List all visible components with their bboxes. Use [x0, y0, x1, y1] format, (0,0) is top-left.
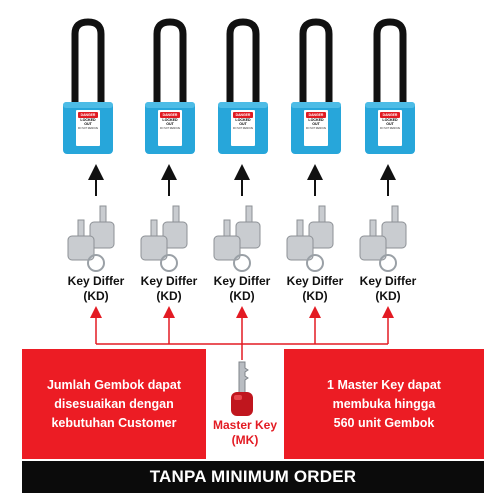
- info-panel-left-line2: disesuaikan dengan: [54, 396, 174, 411]
- lock-tag-line2: OUT: [386, 122, 394, 127]
- info-panel-left: Jumlah Gembok dapat disesuaikan dengan k…: [22, 349, 206, 459]
- key-differ-abbr: (KD): [229, 289, 255, 303]
- key-differ-caption-1: Key Differ (KD): [56, 274, 136, 304]
- padlock-2: DANGER LOCKED OUT DO NOT REMOVE: [143, 18, 197, 158]
- key-pair-icon: [286, 205, 334, 272]
- key-differ-label: Key Differ: [359, 274, 417, 288]
- key-pair-icon: [140, 205, 188, 272]
- padlock-5: DANGER LOCKED OUT DO NOT REMOVE: [363, 18, 417, 158]
- padlock-3: DANGER LOCKED OUT DO NOT REMOVE: [216, 18, 270, 158]
- key-differ-caption-5: Key Differ (KD): [348, 274, 428, 304]
- lock-tag-line2: OUT: [166, 122, 174, 127]
- info-panel-left-line1: Jumlah Gembok dapat: [46, 377, 182, 392]
- lock-tag-line2: OUT: [312, 122, 320, 127]
- key-pair-icon: [359, 205, 407, 272]
- master-key-icon: [231, 361, 253, 416]
- danger-sign: DANGER: [380, 112, 400, 118]
- padlock-1: DANGER LOCKED OUT DO NOT REMOVE: [61, 18, 115, 158]
- lock-tag-line1: LOCKED: [235, 118, 251, 122]
- lock-tag: DANGER LOCKED OUT DO NOT REMOVE: [76, 110, 100, 146]
- key-differ-caption-2: Key Differ (KD): [129, 274, 209, 304]
- key-pair-icon: [213, 205, 261, 272]
- key-differ-label: Key Differ: [67, 274, 125, 288]
- key-differ-label: Key Differ: [213, 274, 271, 288]
- danger-sign: DANGER: [160, 112, 180, 118]
- lock-tag: DANGER LOCKED OUT DO NOT REMOVE: [158, 110, 182, 146]
- key-differ-abbr: (KD): [302, 289, 328, 303]
- danger-sign: DANGER: [233, 112, 253, 118]
- info-panel-left-line3: kebutuhan Customer: [51, 415, 177, 430]
- master-key-abbr: (MK): [231, 433, 259, 447]
- key-differ-caption-3: Key Differ (KD): [202, 274, 282, 304]
- lock-tag-line1: LOCKED: [382, 118, 398, 122]
- lock-tag: DANGER LOCKED OUT DO NOT REMOVE: [231, 110, 255, 146]
- key-differ-label: Key Differ: [286, 274, 344, 288]
- lock-tag-small: DO NOT REMOVE: [159, 126, 181, 130]
- danger-sign: DANGER: [78, 112, 98, 118]
- danger-sign: DANGER: [306, 112, 326, 118]
- info-panel-right-line1: 1 Master Key dapat: [327, 377, 441, 392]
- lock-tag-small: DO NOT REMOVE: [379, 126, 401, 130]
- master-key-label: Master Key: [212, 418, 278, 432]
- lock-tag-line1: LOCKED: [80, 118, 96, 122]
- lock-tag-small: DO NOT REMOVE: [232, 126, 254, 130]
- key-differ-abbr: (KD): [375, 289, 401, 303]
- master-key-caption: Master Key (MK): [200, 418, 290, 448]
- key-pair-icon: [67, 205, 115, 272]
- lock-tag-small: DO NOT REMOVE: [305, 126, 327, 130]
- lock-tag-line1: LOCKED: [308, 118, 324, 122]
- key-differ-label: Key Differ: [140, 274, 198, 288]
- key-differ-abbr: (KD): [83, 289, 109, 303]
- info-panel-right: 1 Master Key dapat membuka hingga 560 un…: [284, 349, 484, 459]
- footer-banner: TANPA MINIMUM ORDER: [22, 461, 484, 493]
- padlock-4: DANGER LOCKED OUT DO NOT REMOVE: [289, 18, 343, 158]
- lock-tag-line2: OUT: [84, 122, 92, 127]
- lock-tag-line2: OUT: [239, 122, 247, 127]
- lock-tag: DANGER LOCKED OUT DO NOT REMOVE: [304, 110, 328, 146]
- info-panel-right-line3: 560 unit Gembok: [333, 415, 435, 430]
- lock-tag: DANGER LOCKED OUT DO NOT REMOVE: [378, 110, 402, 146]
- key-differ-caption-4: Key Differ (KD): [275, 274, 355, 304]
- lock-tag-line1: LOCKED: [162, 118, 178, 122]
- lock-tag-small: DO NOT REMOVE: [77, 126, 99, 130]
- key-differ-abbr: (KD): [156, 289, 182, 303]
- info-panel-right-line2: membuka hingga: [332, 396, 436, 411]
